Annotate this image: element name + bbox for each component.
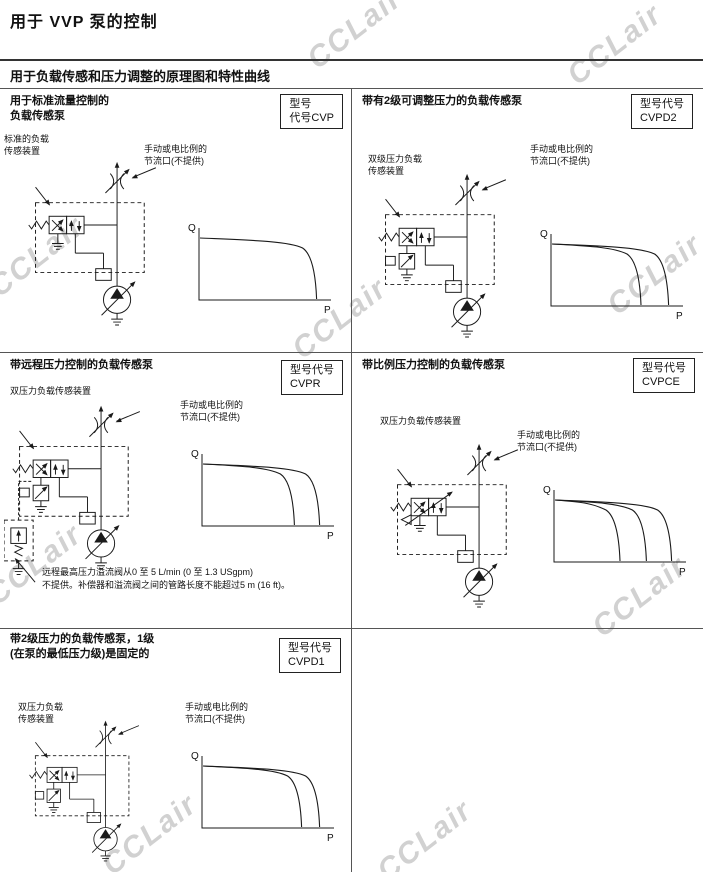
callout-orifice: 手动或电比例的 节流口(不提供) bbox=[185, 702, 249, 724]
hydraulic-schematic bbox=[378, 173, 507, 338]
watermark: CCLair bbox=[371, 793, 479, 872]
panel-heading: 带有2级可调整压力的负载传感泵 bbox=[362, 95, 523, 107]
panel-heading: 带2级压力的负载传感泵，1级 (在泵的最低压力级)是固定的 bbox=[10, 633, 155, 660]
watermark: CCLair bbox=[301, 0, 409, 76]
panel-heading: 用于标准流量控制的 负载传感泵 bbox=[10, 95, 109, 122]
q-axis-label: Q bbox=[191, 449, 199, 460]
model-code-box: 型号代号 CVPR bbox=[281, 360, 343, 395]
characteristic-curve-chart: Q P bbox=[191, 449, 334, 542]
p-axis-label: P bbox=[676, 311, 683, 322]
q-axis-label: Q bbox=[191, 751, 199, 762]
hydraulic-schematic bbox=[390, 443, 519, 608]
p-axis-label: P bbox=[679, 567, 686, 578]
characteristic-curve-chart: Q P bbox=[540, 229, 683, 322]
watermark: CCLair bbox=[561, 0, 669, 92]
characteristic-curves bbox=[202, 463, 321, 526]
panel-heading: 带远程压力控制的负载传感泵 bbox=[10, 359, 153, 371]
p-axis-label: P bbox=[324, 305, 331, 316]
characteristic-curve-chart: Q P bbox=[543, 485, 686, 578]
model-code-box: 型号代号 CVPD1 bbox=[279, 638, 341, 673]
q-axis-label: Q bbox=[540, 229, 548, 240]
characteristic-curves bbox=[551, 243, 670, 306]
section-title: 用于负载传感和压力调整的原理图和特性曲线 bbox=[10, 69, 271, 84]
callout-orifice: 手动或电比例的 节流口(不提供) bbox=[517, 430, 581, 452]
panel-cvp: 用于标准流量控制的 负载传感泵 型号 代号CVP 标准的负载 传感装置 手动或电… bbox=[0, 88, 351, 352]
panel-cvpd2: 带有2级可调整压力的负载传感泵 型号代号 CVPD2 双级压力负载 传感装置 手… bbox=[352, 88, 703, 352]
page-title: 用于 VVP 泵的控制 bbox=[10, 14, 158, 31]
p-axis-label: P bbox=[327, 833, 334, 844]
callout-sensing-device: 双压力负载传感装置 bbox=[10, 386, 92, 396]
callout-sensing-device: 双压力负载传感装置 bbox=[380, 416, 462, 426]
divider bbox=[351, 88, 352, 872]
divider bbox=[0, 352, 703, 353]
characteristic-curves bbox=[202, 765, 321, 828]
model-code-box: 型号 代号CVP bbox=[280, 94, 343, 129]
hydraulic-schematic bbox=[29, 720, 140, 862]
characteristic-curves bbox=[199, 237, 318, 300]
hydraulic-schematic bbox=[28, 161, 157, 326]
panel-cvpce: 带比例压力控制的负载传感泵 型号代号 CVPCE 双压力负载传感装置 手动或电比… bbox=[352, 352, 703, 628]
callout-sensing-device: 标准的负载 传感装置 bbox=[4, 134, 50, 156]
characteristic-curves bbox=[554, 499, 673, 562]
characteristic-curve-chart: Q P bbox=[191, 751, 334, 844]
callout-orifice: 手动或电比例的 节流口(不提供) bbox=[180, 400, 244, 422]
callout-sensing-device: 双级压力负载 传感装置 bbox=[368, 154, 423, 176]
callout-orifice: 手动或电比例的 节流口(不提供) bbox=[144, 144, 208, 166]
remote-valve-note: 远程最高压力溢流阀从0 至 5 L/min (0 至 1.3 USgpm) 不提… bbox=[42, 567, 291, 591]
model-code-box: 型号代号 CVPD2 bbox=[631, 94, 693, 129]
model-code-box: 型号代号 CVPCE bbox=[633, 358, 695, 393]
divider bbox=[0, 628, 703, 629]
callout-sensing-device: 双压力负载 传感装置 bbox=[18, 702, 64, 724]
panel-cvpd1: 带2级压力的负载传感泵，1级 (在泵的最低压力级)是固定的 型号代号 CVPD1… bbox=[0, 628, 351, 872]
q-axis-label: Q bbox=[543, 485, 551, 496]
panel-cvpr: 带远程压力控制的负载传感泵 型号代号 CVPR 双压力负载传感装置 手动或电比例… bbox=[0, 352, 351, 628]
divider bbox=[0, 59, 703, 61]
panel-heading: 带比例压力控制的负载传感泵 bbox=[362, 359, 505, 371]
characteristic-curve-chart: Q P bbox=[188, 223, 331, 316]
callout-orifice: 手动或电比例的 节流口(不提供) bbox=[530, 144, 594, 166]
q-axis-label: Q bbox=[188, 223, 196, 234]
p-axis-label: P bbox=[327, 531, 334, 542]
hydraulic-schematic bbox=[4, 405, 141, 583]
